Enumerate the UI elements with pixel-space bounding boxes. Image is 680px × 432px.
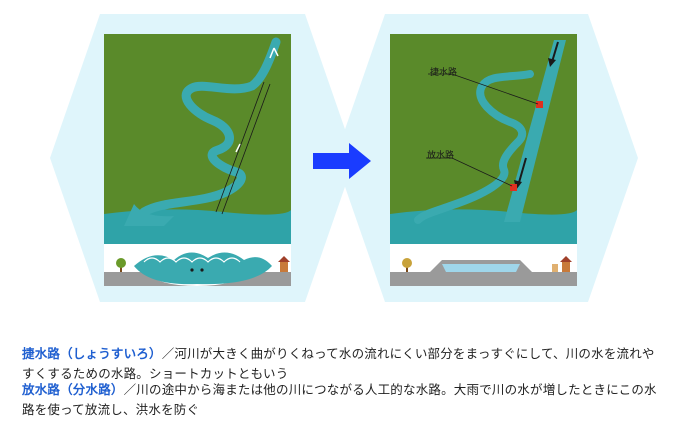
caption-term-shosui: 捷水路（しょうすいろ） <box>22 346 162 361</box>
transition-arrow-icon <box>313 143 371 179</box>
separator <box>104 244 291 248</box>
after-illustration <box>390 34 577 286</box>
house-icon <box>280 262 288 272</box>
house-icon <box>552 264 558 272</box>
panel-before <box>104 34 291 286</box>
tree-trunk <box>406 266 408 272</box>
shosui-label: 捷水路 <box>430 68 458 78</box>
caption-term-hosui: 放水路（分水路） <box>22 382 124 397</box>
flood-face-eye <box>190 268 194 272</box>
land-area <box>390 34 577 244</box>
old-meander <box>414 70 534 224</box>
planned-cut-line-2 <box>221 83 271 215</box>
meandering-river <box>139 37 281 217</box>
flow-arrow-icon <box>548 41 559 67</box>
flow-arrow-icon <box>235 143 241 153</box>
flood-face-eye <box>200 268 204 272</box>
caption-hosui: 放水路（分水路）／川の途中から海または他の川につながる人工的な水路。大雨で川の水… <box>22 380 662 420</box>
caption-text-shosui: ／河川が大きく曲がりくねって水の流れにくい部分をまっすぐにして、川の水を流れやす… <box>22 346 655 381</box>
tree-icon <box>402 258 412 268</box>
shosui-leader-line <box>428 73 539 105</box>
sea <box>390 209 577 244</box>
flood-wave-crest <box>143 257 241 263</box>
planned-cut-line-1 <box>215 81 265 213</box>
shosui-marker <box>536 101 543 108</box>
calm-water <box>442 264 520 272</box>
ground-cross-section <box>104 272 291 286</box>
hosui-leader-line <box>426 157 513 187</box>
flow-arrow-icon <box>269 47 279 59</box>
tree-icon <box>116 258 126 268</box>
panel-after: 捷水路 放水路 <box>390 34 577 286</box>
house-roof <box>278 256 290 262</box>
before-illustration <box>104 34 291 286</box>
house-roof <box>560 256 572 262</box>
ground-cross-section <box>390 260 577 286</box>
house-icon <box>562 262 570 272</box>
separator <box>390 244 577 248</box>
hosui-marker <box>510 184 517 191</box>
caption-shosui: 捷水路（しょうすいろ）／河川が大きく曲がりくねって水の流れにくい部分をまっすぐに… <box>22 344 662 384</box>
straight-channel <box>504 40 566 222</box>
caption-text-hosui: ／川の途中から海または他の川につながる人工的な水路。大雨で川の水が増したときにこ… <box>22 382 657 417</box>
river-mouth <box>124 204 174 226</box>
tree-trunk <box>120 266 122 272</box>
hosui-label: 放水路 <box>427 151 455 161</box>
